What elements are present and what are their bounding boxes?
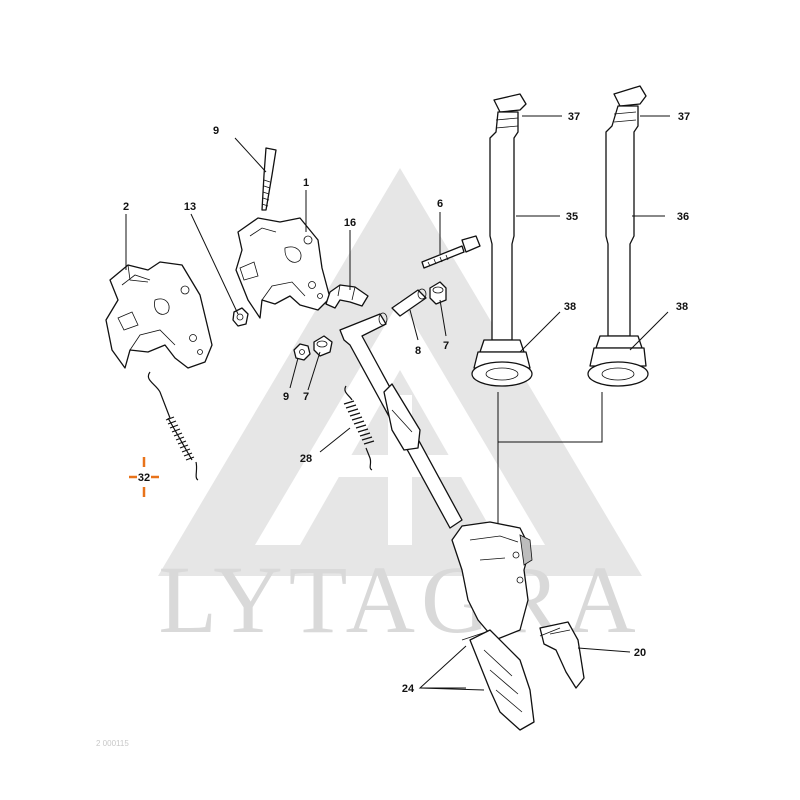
part-35-tube (471, 93, 533, 387)
part-7-bushing-lower (313, 335, 333, 357)
part-8-sleeve (391, 288, 427, 317)
part-6-bolt (421, 235, 481, 269)
main-pedal-lever (339, 312, 585, 731)
part-16-clip (325, 284, 369, 309)
part-28-spring (343, 385, 375, 471)
callout-8: 8 (415, 345, 421, 357)
callout-2: 2 (123, 201, 129, 213)
callout-13: 13 (184, 201, 196, 213)
callout-24: 24 (402, 683, 415, 695)
part-13-nut (232, 307, 249, 327)
callout-labels: 9 2 13 1 16 6 7 8 9 7 28 20 24 35 36 37 … (123, 111, 690, 695)
drawing-reference-code: 2 000115 (96, 739, 129, 748)
part-36-tube (587, 85, 649, 387)
callout-28: 28 (300, 453, 312, 465)
part-12-bolt (261, 147, 277, 211)
callout-37-right: 37 (678, 111, 690, 123)
callout-36: 36 (677, 211, 689, 223)
callout-37-left: 37 (568, 111, 580, 123)
part-32-spring (147, 371, 199, 481)
part-2-bracket (105, 261, 213, 369)
callout-20: 20 (634, 647, 646, 659)
callout-32: 32 (138, 472, 150, 484)
callout-16: 16 (344, 217, 356, 229)
highlighted-callout-32[interactable]: 32 (129, 457, 159, 497)
callout-7-upper: 7 (443, 340, 449, 352)
part-1-bracket (235, 217, 331, 319)
callout-6: 6 (437, 198, 443, 210)
callout-7-lower: 7 (303, 391, 309, 403)
callout-38-left: 38 (564, 301, 576, 313)
crosshair-icon (129, 457, 159, 497)
part-9-nut (293, 343, 311, 361)
callout-38-right: 38 (676, 301, 688, 313)
callout-1: 1 (303, 177, 309, 189)
leader-lines (125, 115, 670, 691)
assembly-bracket-line (497, 392, 603, 524)
part-7-bushing-upper (429, 281, 447, 305)
callout-35: 35 (566, 211, 578, 223)
callout-9: 9 (283, 391, 289, 403)
callout-12: 9 (213, 125, 219, 137)
